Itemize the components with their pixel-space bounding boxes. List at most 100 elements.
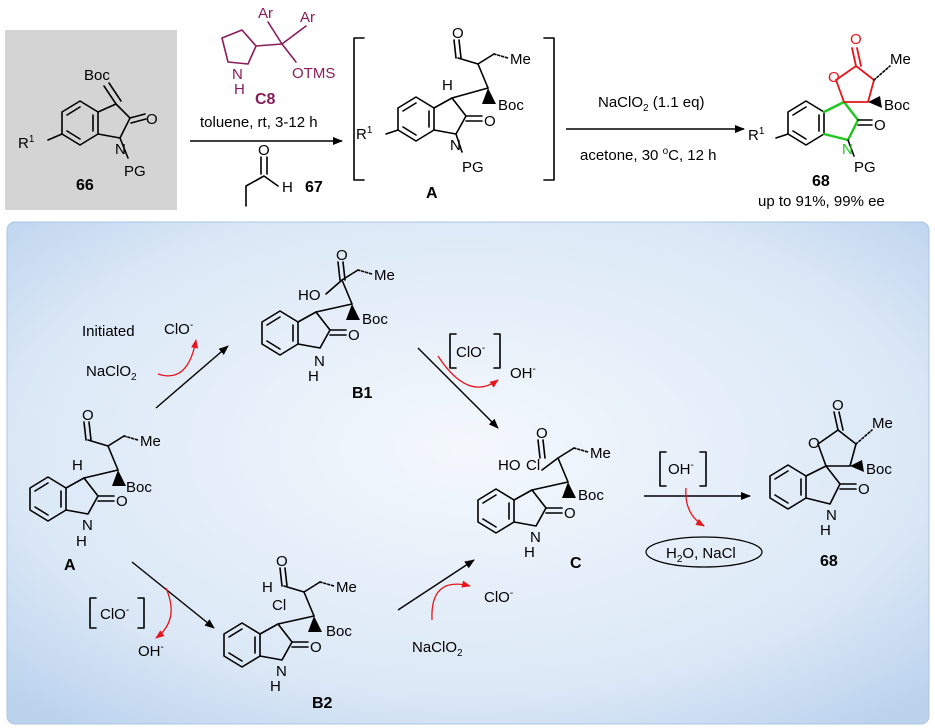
compound-label-67: 67: [305, 179, 323, 196]
b2-h: H: [262, 579, 273, 596]
catalyst-ar2: Ar: [300, 9, 315, 26]
c-acid-o: O: [536, 425, 548, 442]
prod-boc: Boc: [884, 97, 910, 114]
yield-ee: up to 91%, 99% ee: [758, 193, 885, 210]
catalyst-otms: OTMS: [292, 65, 335, 82]
p-ring-o: O: [808, 435, 820, 452]
bracket-b2-left: [89, 597, 97, 629]
c-nh-h: H: [524, 544, 535, 561]
catalyst-c8: Ar Ar N H OTMS C8: [221, 5, 335, 108]
compound-label-68-top: 68: [812, 173, 830, 190]
p-me: Me: [872, 415, 893, 432]
compound-label-b2: B2: [312, 695, 333, 712]
oh-bracket: OH-: [668, 460, 694, 478]
p-nh-h: H: [820, 522, 831, 539]
arrow-b2-to-c: [397, 559, 475, 611]
byproduct-label: H2O, NaCl: [666, 545, 736, 565]
b1-boc: Boc: [362, 311, 388, 328]
oh-b2: OH-: [138, 642, 164, 660]
c-n: N: [530, 529, 541, 546]
red-arrow-3: [155, 587, 172, 639]
red-arrow-4: [431, 580, 471, 621]
arrow-a-to-b2: [131, 561, 215, 629]
red-arrow-1: [157, 339, 199, 377]
intermediate-b2: O H Cl Me Boc O N H B2: [223, 553, 357, 712]
clo-bottom: ClO-: [484, 588, 513, 606]
naclo2-top-left: NaClO2: [86, 363, 137, 383]
a-ald-o: O: [82, 407, 94, 424]
prod-ring-o: O: [828, 69, 840, 86]
catalyst-ar1: Ar: [258, 5, 273, 22]
intermediate-a-top: O H Me Boc O R1 N PG A: [356, 25, 531, 202]
c-ho: HO: [498, 457, 521, 474]
substrate-box: [5, 30, 177, 210]
intermediate-b1: O HO Me Boc O N H B1: [261, 247, 395, 402]
c-o: O: [564, 505, 576, 522]
boc-label: Boc: [84, 67, 110, 84]
initiated-label: Initiated: [82, 323, 135, 340]
prod-me: Me: [890, 51, 911, 68]
int-boc: Boc: [498, 97, 524, 114]
substrate-66: Boc O R1 N PG 66: [18, 67, 158, 194]
red-arrow-2: [437, 355, 499, 388]
p-o: O: [858, 481, 870, 498]
catalyst-h: H: [234, 81, 245, 98]
bracket-oh-left: [659, 451, 667, 487]
prod-pg: PG: [854, 159, 876, 176]
int-ald-o: O: [452, 25, 464, 42]
red-arrow-5: [685, 487, 705, 527]
int-pg: PG: [462, 159, 484, 176]
int-n: N: [450, 137, 461, 154]
b2-me: Me: [336, 579, 357, 596]
p-lactone-o: O: [832, 397, 844, 414]
arrow-b1-to-c: [417, 347, 499, 429]
a-n: N: [82, 517, 93, 534]
prod-lactone-o: O: [850, 31, 862, 48]
product-68-top: O O Me Boc O R1 N PG 68 up to 91%, 99% e…: [748, 31, 911, 210]
intermediate-c: O HO Cl Me Boc O N H C: [477, 425, 611, 572]
r-label: R1: [18, 134, 35, 152]
naclo2-bottom: NaClO2: [412, 639, 463, 659]
bracket-left: [353, 37, 365, 181]
bracket-oh-right: [699, 451, 707, 487]
prod-o: O: [874, 117, 886, 134]
aldehyde-h: H: [282, 179, 293, 196]
condition-2-solvent: acetone, 30 oC, 12 h: [580, 146, 717, 164]
bracket-right: [543, 37, 555, 181]
int-r: R1: [356, 125, 373, 143]
b1-acid-o: O: [336, 247, 348, 264]
byproduct-ellipse: [645, 536, 763, 568]
b1-me: Me: [374, 267, 395, 284]
bracket-b1c-right: [493, 333, 501, 369]
b1-o: O: [348, 327, 360, 344]
b2-cl: Cl: [272, 597, 286, 614]
b1-n: N: [314, 353, 325, 370]
p-boc: Boc: [866, 461, 892, 478]
compound-label-a: A: [64, 557, 76, 574]
b1-nh-h: H: [308, 368, 319, 385]
product-68-mech: O O Me Boc O N H 68: [769, 397, 893, 570]
compound-label-c: C: [570, 555, 582, 572]
b2-boc: Boc: [326, 623, 352, 640]
bracket-b2-right: [137, 597, 145, 629]
compound-label-68-mech: 68: [820, 553, 838, 570]
int-h: H: [442, 77, 453, 94]
b2-n: N: [276, 663, 287, 680]
a-h: H: [72, 457, 83, 474]
clo-bracket-b1: ClO-: [456, 343, 485, 361]
arrow-a-to-b1: [155, 345, 229, 409]
a-boc: Boc: [126, 479, 152, 496]
a-o: O: [116, 493, 128, 510]
clo-top-left: ClO-: [164, 320, 193, 338]
c-boc: Boc: [578, 487, 604, 504]
c-me: Me: [590, 445, 611, 462]
intermediate-a-mech: O H Me Boc O N H A: [29, 407, 161, 574]
bracket-b1c-left: [449, 333, 457, 369]
clo-bracket-b2: ClO-: [100, 605, 129, 623]
int-o: O: [484, 113, 496, 130]
b2-nh-h: H: [270, 678, 281, 695]
compound-label-a-top: A: [426, 185, 438, 202]
oh-b1c: OH-: [510, 364, 536, 382]
condition-1: toluene, rt, 3-12 h: [200, 114, 318, 131]
